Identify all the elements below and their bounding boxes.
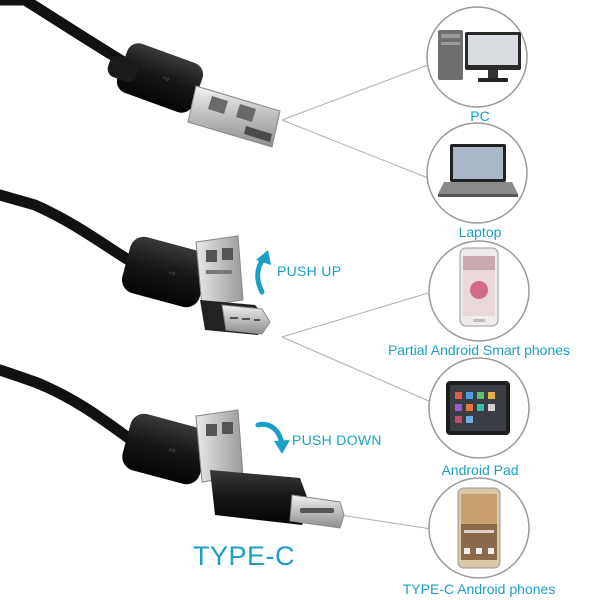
usb-typec-connector: ⇨	[0, 364, 345, 529]
android-phone-icon	[459, 247, 499, 327]
push-up-arrow-icon	[255, 250, 271, 295]
svg-text:⇨: ⇨	[161, 72, 172, 84]
device-label-pc: PC	[470, 108, 490, 124]
type-c-phone-icon	[457, 487, 501, 569]
line-micro-phone	[281, 289, 439, 338]
type-c-phone-device	[428, 477, 530, 579]
device-label-android-pad: Android Pad	[441, 462, 519, 478]
line-typec-phone	[339, 514, 439, 531]
push-down-arrow-icon	[255, 421, 290, 454]
push-down-label: PUSH DOWN	[292, 432, 382, 448]
line-usb-pc	[281, 64, 429, 121]
connection-lines	[281, 64, 439, 531]
laptop-device	[426, 122, 528, 224]
svg-text:⇨: ⇨	[167, 267, 177, 279]
pc-device	[426, 6, 528, 108]
laptop-icon	[438, 144, 518, 197]
line-micro-pad	[281, 336, 439, 406]
desktop-pc-icon	[438, 30, 521, 82]
push-up-label: PUSH UP	[277, 263, 342, 279]
usb-a-connector: ⇨	[0, 0, 281, 148]
line-usb-laptop	[281, 119, 429, 179]
android-tablet-icon	[446, 381, 510, 435]
device-label-laptop: Laptop	[458, 224, 502, 240]
svg-text:⇨: ⇨	[167, 444, 177, 456]
android-pad-device	[428, 357, 530, 459]
type-c-label: TYPE-C	[193, 541, 296, 571]
usb-micro-connector: ⇨	[0, 189, 271, 335]
device-label-android-phone: Partial Android Smart phones	[387, 342, 571, 358]
android-phone-device	[428, 240, 530, 342]
device-label-type-c-phone: TYPE-C Android phones	[402, 581, 556, 597]
